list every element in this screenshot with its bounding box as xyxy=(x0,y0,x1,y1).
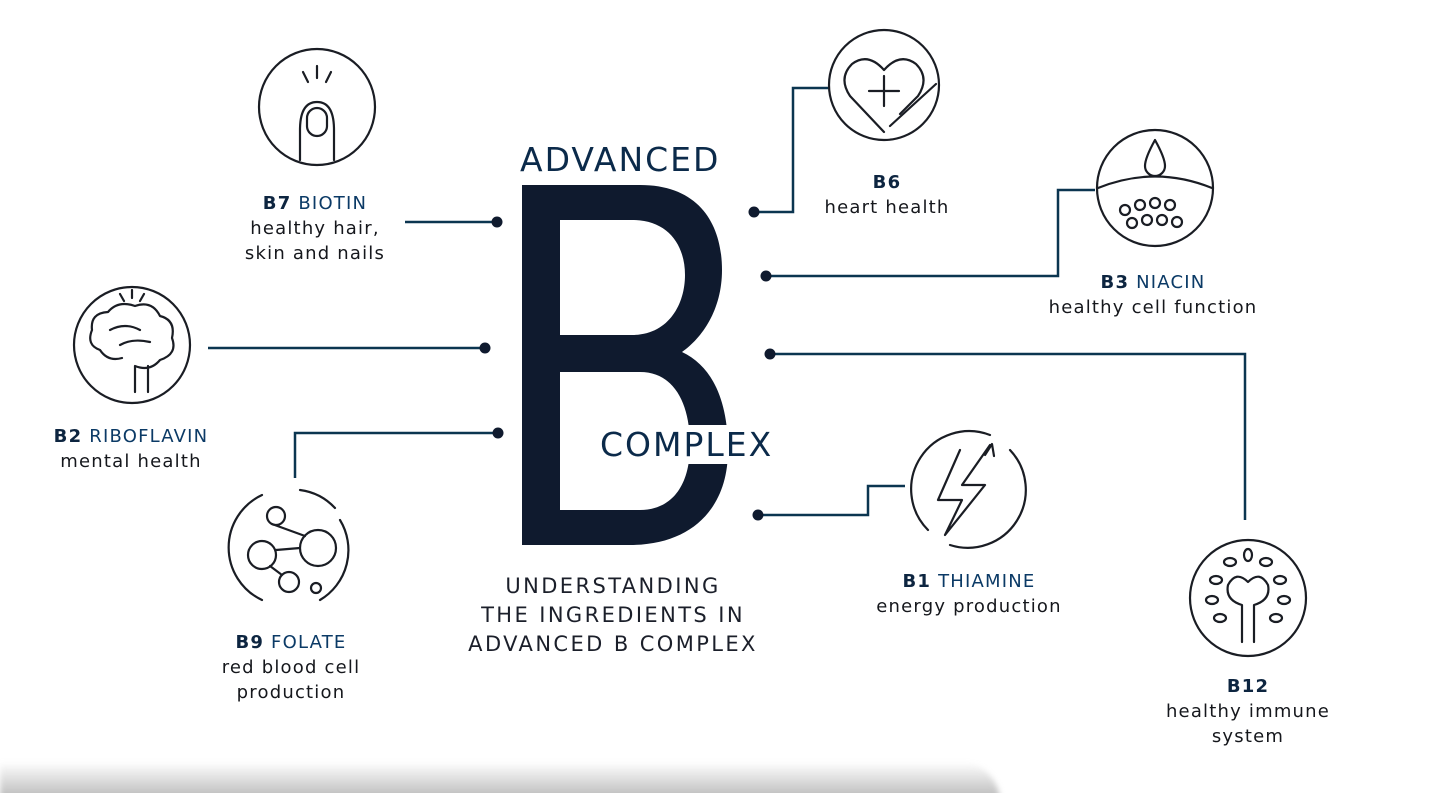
heart-plus-icon xyxy=(827,28,941,142)
subtitle-line: ADVANCED B COMPLEX xyxy=(468,632,758,656)
connector-b6 xyxy=(754,86,830,214)
brain-icon xyxy=(72,285,192,405)
connector-dot xyxy=(492,427,504,439)
label-b1: B1 THIAMINE energy production xyxy=(876,569,1062,619)
connector-b3 xyxy=(766,188,1095,278)
connector-dot xyxy=(764,348,776,360)
label-b9: B9 FOLATE red blood cell production xyxy=(222,630,361,705)
vitamin-benefit: red blood cell xyxy=(221,657,361,678)
droplet-cells-icon xyxy=(1095,128,1215,248)
connector-b1 xyxy=(758,484,905,517)
vitamin-name: FOLATE xyxy=(271,632,347,653)
bottom-shadow xyxy=(0,762,1000,793)
lightning-icon xyxy=(910,430,1027,549)
title-advanced: ADVANCED xyxy=(520,140,721,179)
label-b2: B2 RIBOFLAVIN mental health xyxy=(54,424,209,474)
title-complex: COMPLEX xyxy=(596,425,778,464)
label-b12: B12 healthy immune system xyxy=(1166,674,1330,749)
vitamin-name: BIOTIN xyxy=(298,193,368,214)
vitamin-name: THIAMINE xyxy=(938,571,1036,592)
connector-dot xyxy=(479,342,491,354)
connector-b12 xyxy=(770,352,1247,520)
vitamin-name: RIBOFLAVIN xyxy=(89,426,209,447)
connector-dot xyxy=(752,509,764,521)
vitamin-code: B3 xyxy=(1100,272,1130,293)
connector-dot xyxy=(760,270,772,282)
vitamin-code: B12 xyxy=(1226,676,1270,697)
vitamin-code: B1 xyxy=(902,571,932,592)
subtitle: UNDERSTANDING THE INGREDIENTS IN ADVANCE… xyxy=(468,572,758,659)
vitamin-benefit: healthy hair, xyxy=(250,218,380,239)
label-b7: B7 BIOTIN healthy hair, skin and nails xyxy=(245,191,385,266)
vitamin-code: B7 xyxy=(262,193,292,214)
vitamin-benefit: system xyxy=(1211,726,1285,747)
vitamin-benefit: energy production xyxy=(876,596,1062,617)
connector-dot xyxy=(491,216,503,228)
vitamin-code: B9 xyxy=(235,632,265,653)
vitamin-benefit: healthy immune xyxy=(1165,701,1331,722)
vitamin-code: B2 xyxy=(53,426,83,447)
subtitle-line: UNDERSTANDING xyxy=(505,574,721,598)
vitamin-benefit: heart health xyxy=(824,197,950,218)
tree-icon xyxy=(1188,538,1308,658)
subtitle-line: THE INGREDIENTS IN xyxy=(481,603,745,627)
vitamin-name: NIACIN xyxy=(1136,272,1206,293)
connector-b9 xyxy=(293,431,498,478)
vitamin-benefit: skin and nails xyxy=(244,243,386,264)
label-b6: B6 heart health xyxy=(824,170,949,220)
vitamin-code: B6 xyxy=(872,172,902,193)
vitamin-benefit: healthy cell function xyxy=(1048,297,1258,318)
label-b3: B3 NIACIN healthy cell function xyxy=(1049,270,1258,320)
fingernail-icon xyxy=(257,47,377,167)
big-letter-b xyxy=(522,185,728,545)
cells-cycle-icon xyxy=(227,488,350,602)
connector-dot xyxy=(748,206,760,218)
vitamin-benefit: mental health xyxy=(60,451,202,472)
vitamin-benefit: production xyxy=(236,682,346,703)
